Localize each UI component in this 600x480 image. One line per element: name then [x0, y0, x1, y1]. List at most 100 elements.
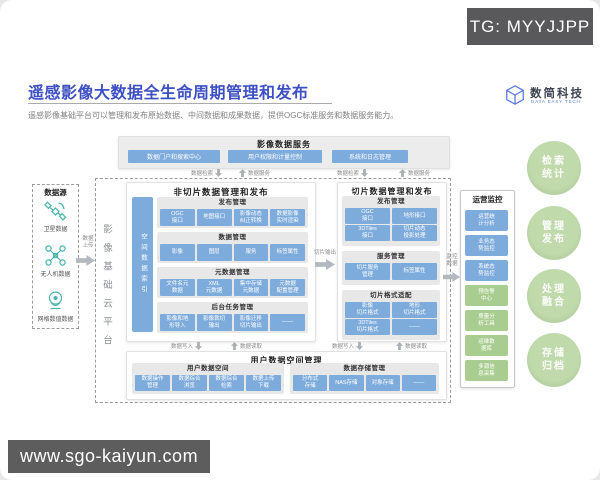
feature-chip: —— — [270, 314, 305, 331]
logo-tagline: DATA EASY TECH — [531, 99, 581, 104]
datasource-box: 数据源 卫星数据 无人机数据 网格数值数据 — [32, 184, 79, 329]
feature-chip: 数据综合 浏览 — [172, 375, 207, 391]
flow-label: 数据读取 — [405, 344, 428, 350]
feature-chip: 影像 切片格式 — [345, 302, 390, 318]
group-title: 切片格式适配 — [370, 292, 412, 299]
flow-label: 数据检索 — [191, 171, 214, 177]
webcam-icon — [44, 289, 67, 317]
capability-circle: 检索 统计 — [527, 141, 581, 195]
flow-serve-right: 数据服务 — [399, 169, 430, 177]
feature-chip: 影像和地 形导入 — [160, 314, 195, 331]
publish-mgmt-group: 发布管理 OGC 接口 地图接口 影像动态 纠正转换 数据影像 实时渲染 — [157, 197, 308, 228]
data-mgmt-group: 数据管理 影像 图层 服务 标签属性 — [157, 232, 308, 263]
group-title: 发布管理 — [218, 199, 247, 206]
capability-circle: 处理 融合 — [527, 269, 581, 323]
group-title: 元数据管理 — [215, 269, 250, 276]
feature-chip: 数据操作 管理 — [135, 375, 170, 391]
feature-chip: 对象存储 — [365, 375, 400, 391]
logo-name: 数简科技 — [530, 88, 584, 100]
flow-read-right: 数据读取 — [396, 342, 427, 350]
datasource-item-label: 无人机数据 — [40, 272, 71, 278]
feature-chip: 3DTiles 接口 — [345, 225, 390, 241]
feature-chip: 地图接口 — [196, 209, 232, 226]
footer-url[interactable]: www.sgo-kaiyun.com — [8, 440, 210, 473]
feature-chip: —— — [392, 319, 437, 335]
user-permission-metering-button[interactable]: 用户权限和计量控制 — [228, 150, 322, 163]
feature-chip: —— — [401, 375, 436, 391]
down-arrow-icon — [361, 169, 369, 177]
watermark-badge: TG: MYYJJPP — [467, 8, 593, 45]
feature-chip: 切片服务 管理 — [345, 263, 390, 280]
group-title: 用户数据空间 — [187, 365, 229, 372]
system-log-management-button[interactable]: 系统和日志管理 — [332, 150, 408, 163]
group-title: 服务管理 — [377, 253, 405, 260]
feature-chip: 影像迁移 切片输出 — [233, 314, 269, 331]
feature-chip: 影像裁切 输出 — [196, 314, 232, 331]
capability-circle: 存储 归档 — [527, 333, 581, 387]
monitor-item: 系统态 势监控 — [465, 260, 508, 281]
slice-panel-title: 切片数据管理和发布 — [351, 187, 433, 196]
user-space-panel-title: 用户数据空间管理 — [250, 356, 323, 365]
monitor-item: 质量分 析工具 — [465, 310, 508, 331]
flow-label: 数据写入 — [171, 344, 194, 350]
slice-output-arrow-icon — [315, 259, 335, 270]
title-underline — [28, 103, 332, 104]
flow-write-left: 数据写入 — [171, 342, 203, 350]
feature-chip: OGC 接口 — [345, 208, 390, 224]
group-title: 数据管理 — [218, 234, 247, 241]
feature-chip: OGC 接口 — [160, 209, 195, 226]
monitor-item: 运营统 计分析 — [465, 210, 508, 231]
flow-retrieve-left: 数据检索 — [191, 169, 223, 177]
datasource-item-label: 卫星数据 — [43, 227, 68, 233]
feature-chip: 地形接口 — [392, 208, 437, 224]
page-title: 遥感影像大数据全生命周期管理和发布 — [28, 85, 309, 102]
capability-circle: 管理 发布 — [527, 206, 581, 260]
service-bar-title: 影像数据服务 — [257, 140, 311, 149]
feature-chip: 服务 — [233, 244, 269, 261]
monitor-flow-label: 监控 数据 — [446, 254, 458, 267]
drone-icon — [44, 244, 67, 272]
slice-publish-group: 发布管理 OGC 接口 地形接口 3DTiles 接口 切片动态 投影处理 — [342, 196, 440, 246]
group-title: 后台任务管理 — [211, 304, 254, 311]
monitor-item: 业务态 势监控 — [465, 235, 508, 256]
monitor-arrow-icon — [443, 272, 460, 282]
down-arrow-icon — [195, 342, 203, 350]
feature-chip: 分布式 存储 — [293, 375, 328, 391]
ops-monitor-title: 运营监控 — [472, 195, 503, 204]
data-portal-search-button[interactable]: 数据门户和搜索中心 — [128, 150, 220, 163]
monitor-item: 多源信 息采集 — [465, 360, 508, 381]
data-storage-group: 数据存储管理 分布式 存储 NAS存储 对象存储 —— — [290, 363, 439, 394]
satellite-icon — [44, 200, 67, 228]
feature-chip: 数据综合 检索 — [209, 375, 244, 391]
feature-chip: 元数据 配置管理 — [270, 279, 305, 296]
flow-label: 数据服务 — [408, 171, 431, 177]
page-subtitle: 遥感影像基础平台可以管理和发布原始数据、中间数据和成果数据，提供OGC标准服务和… — [28, 111, 399, 120]
group-title: 数据存储管理 — [343, 365, 386, 372]
feature-chip: 3DTiles 切片格式 — [345, 319, 390, 335]
upload-flow-label: 数据 上传 — [82, 236, 94, 249]
up-arrow-icon — [399, 169, 406, 177]
slice-service-group: 服务管理 切片服务 管理 标签属性 — [342, 251, 440, 285]
user-data-space-group: 用户数据空间 数据操作 管理 数据综合 浏览 数据综合 检索 数据上传 下载 — [132, 363, 284, 394]
down-arrow-icon — [215, 169, 223, 177]
feature-chip: 影像动态 纠正转换 — [233, 209, 269, 226]
flow-label: 数据读取 — [240, 344, 263, 350]
feature-chip: 数据上传 下载 — [246, 375, 281, 391]
feature-chip: 数据影像 实时渲染 — [270, 209, 305, 226]
feature-chip: 标签属性 — [392, 263, 437, 280]
upload-arrow-icon — [76, 255, 95, 266]
cloud-platform-container — [95, 178, 451, 403]
feature-chip: 影像 — [160, 244, 195, 261]
flow-serve-left: 数据服务 — [239, 169, 270, 177]
monitor-item: 预告警 中心 — [465, 285, 508, 306]
feature-chip: 图层 — [196, 244, 232, 261]
feature-chip: NAS存储 — [329, 375, 364, 391]
flow-label: 数据服务 — [248, 171, 271, 177]
flow-write-right: 数据写入 — [332, 342, 364, 350]
feature-chip: 地形 切片格式 — [392, 302, 437, 318]
feature-chip: 集中存储 元数据 — [233, 279, 269, 296]
nonslice-panel-title: 非切片数据管理和发布 — [173, 187, 269, 197]
monitor-item: 运维数 据库 — [465, 335, 508, 356]
down-arrow-icon — [356, 342, 364, 350]
